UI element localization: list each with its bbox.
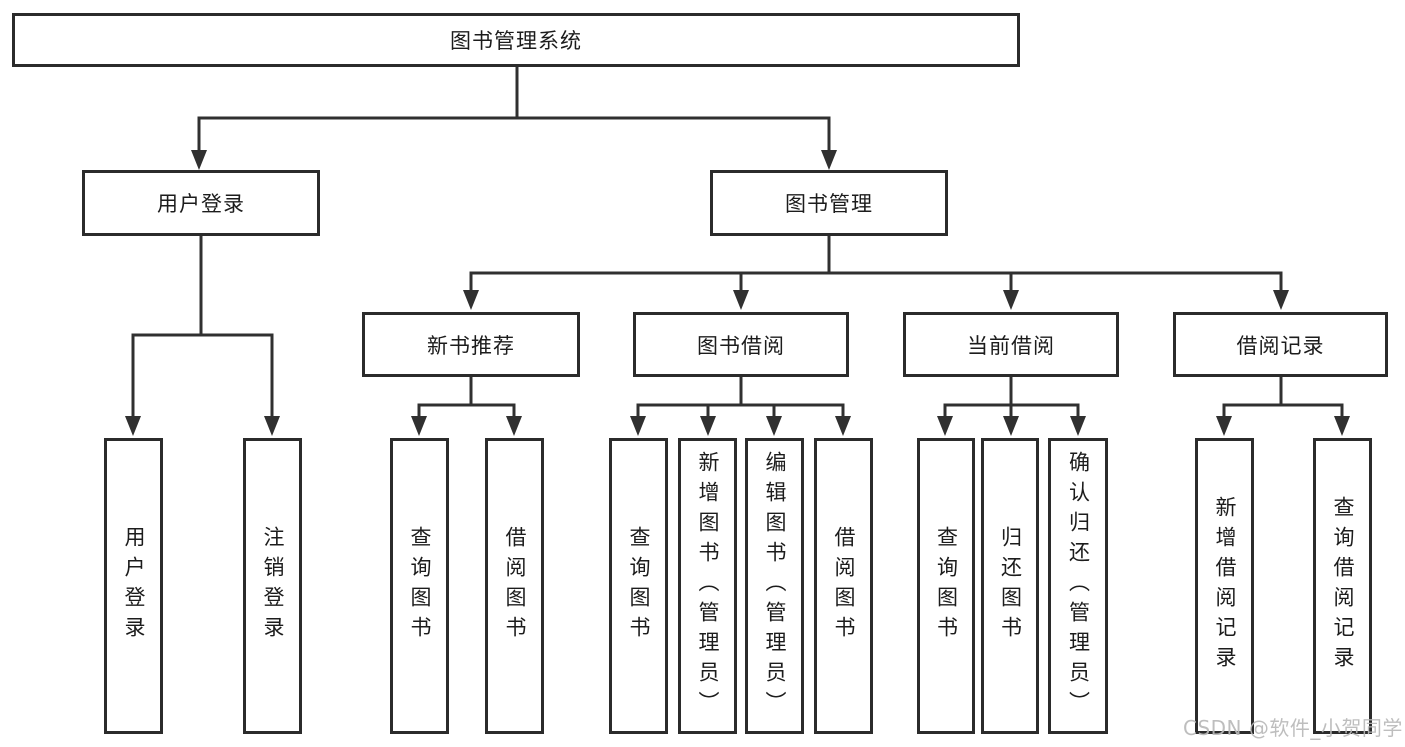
leaf-bb-borrow-book-label: 借阅图书 [832, 526, 856, 646]
node-borrow-record: 借阅记录 [1173, 312, 1388, 377]
leaf-bb-query-book-label: 查询图书 [627, 526, 651, 646]
arrowheads-root-to-level2 [191, 150, 837, 170]
connector-new-book-fork [417, 377, 516, 418]
node-user-login-label: 用户登录 [157, 192, 245, 216]
node-root: 图书管理系统 [12, 13, 1020, 67]
leaf-nbr-query-book-label: 查询图书 [408, 526, 432, 646]
node-user-login: 用户登录 [82, 170, 320, 236]
csdn-watermark: CSDN @软件_小贺同学 [1183, 716, 1403, 740]
leaf-user-login-label: 用户登录 [122, 526, 146, 646]
leaf-logout-label: 注销登录 [261, 526, 285, 646]
leaf-nbr-query-book: 查询图书 [390, 438, 449, 734]
leaf-cb-query-book: 查询图书 [917, 438, 975, 734]
leaf-bb-add-book-admin: 新增图书（管理员） [678, 438, 737, 734]
leaf-bb-add-book-admin-label: 新增图书（管理员） [696, 451, 720, 721]
leaf-bb-edit-book-admin: 编辑图书（管理员） [745, 438, 804, 734]
arrowheads-borrow-record-fork [1216, 416, 1350, 436]
connector-current-borrow-fork [943, 377, 1080, 418]
connector-borrow-record-fork [1222, 377, 1344, 418]
leaf-bb-edit-book-admin-label: 编辑图书（管理员） [763, 451, 787, 721]
connector-book-borrow-fork [636, 377, 845, 418]
node-book-management-label: 图书管理 [785, 192, 873, 216]
leaf-bb-borrow-book: 借阅图书 [814, 438, 873, 734]
arrowheads-user-login-fork [125, 416, 280, 436]
leaf-cb-query-book-label: 查询图书 [934, 526, 959, 646]
connector-user-login-fork [131, 236, 274, 418]
arrowheads-book-management-fork [463, 290, 1289, 310]
leaf-br-query-record-label: 查询借阅记录 [1331, 496, 1355, 676]
leaf-cb-return-book-label: 归还图书 [998, 526, 1023, 646]
leaf-nbr-borrow-book-label: 借阅图书 [503, 526, 527, 646]
arrowheads-current-borrow-fork [937, 416, 1086, 436]
node-current-borrow: 当前借阅 [903, 312, 1119, 377]
node-book-borrow-label: 图书借阅 [697, 333, 785, 358]
leaf-cb-confirm-return-admin-label: 确认归还（管理员） [1066, 451, 1091, 721]
leaf-logout: 注销登录 [243, 438, 302, 734]
leaf-bb-query-book: 查询图书 [609, 438, 668, 734]
leaf-br-query-record: 查询借阅记录 [1313, 438, 1372, 734]
leaf-br-add-record: 新增借阅记录 [1195, 438, 1254, 734]
arrowheads-book-borrow-fork [630, 416, 851, 436]
node-book-management: 图书管理 [710, 170, 948, 236]
leaf-nbr-borrow-book: 借阅图书 [485, 438, 544, 734]
connector-book-management-fork [469, 236, 1283, 292]
leaf-cb-confirm-return-admin: 确认归还（管理员） [1048, 438, 1108, 734]
leaf-user-login: 用户登录 [104, 438, 163, 734]
node-root-label: 图书管理系统 [450, 29, 582, 53]
node-borrow-record-label: 借阅记录 [1236, 333, 1325, 358]
leaf-br-add-record-label: 新增借阅记录 [1213, 496, 1237, 676]
arrowheads-new-book-fork [411, 416, 522, 436]
node-new-book-recommend-label: 新书推荐 [427, 333, 515, 358]
node-new-book-recommend: 新书推荐 [362, 312, 580, 377]
node-current-borrow-label: 当前借阅 [967, 333, 1055, 358]
connector-root-to-level2 [197, 67, 831, 152]
node-book-borrow: 图书借阅 [633, 312, 849, 377]
leaf-cb-return-book: 归还图书 [981, 438, 1039, 734]
